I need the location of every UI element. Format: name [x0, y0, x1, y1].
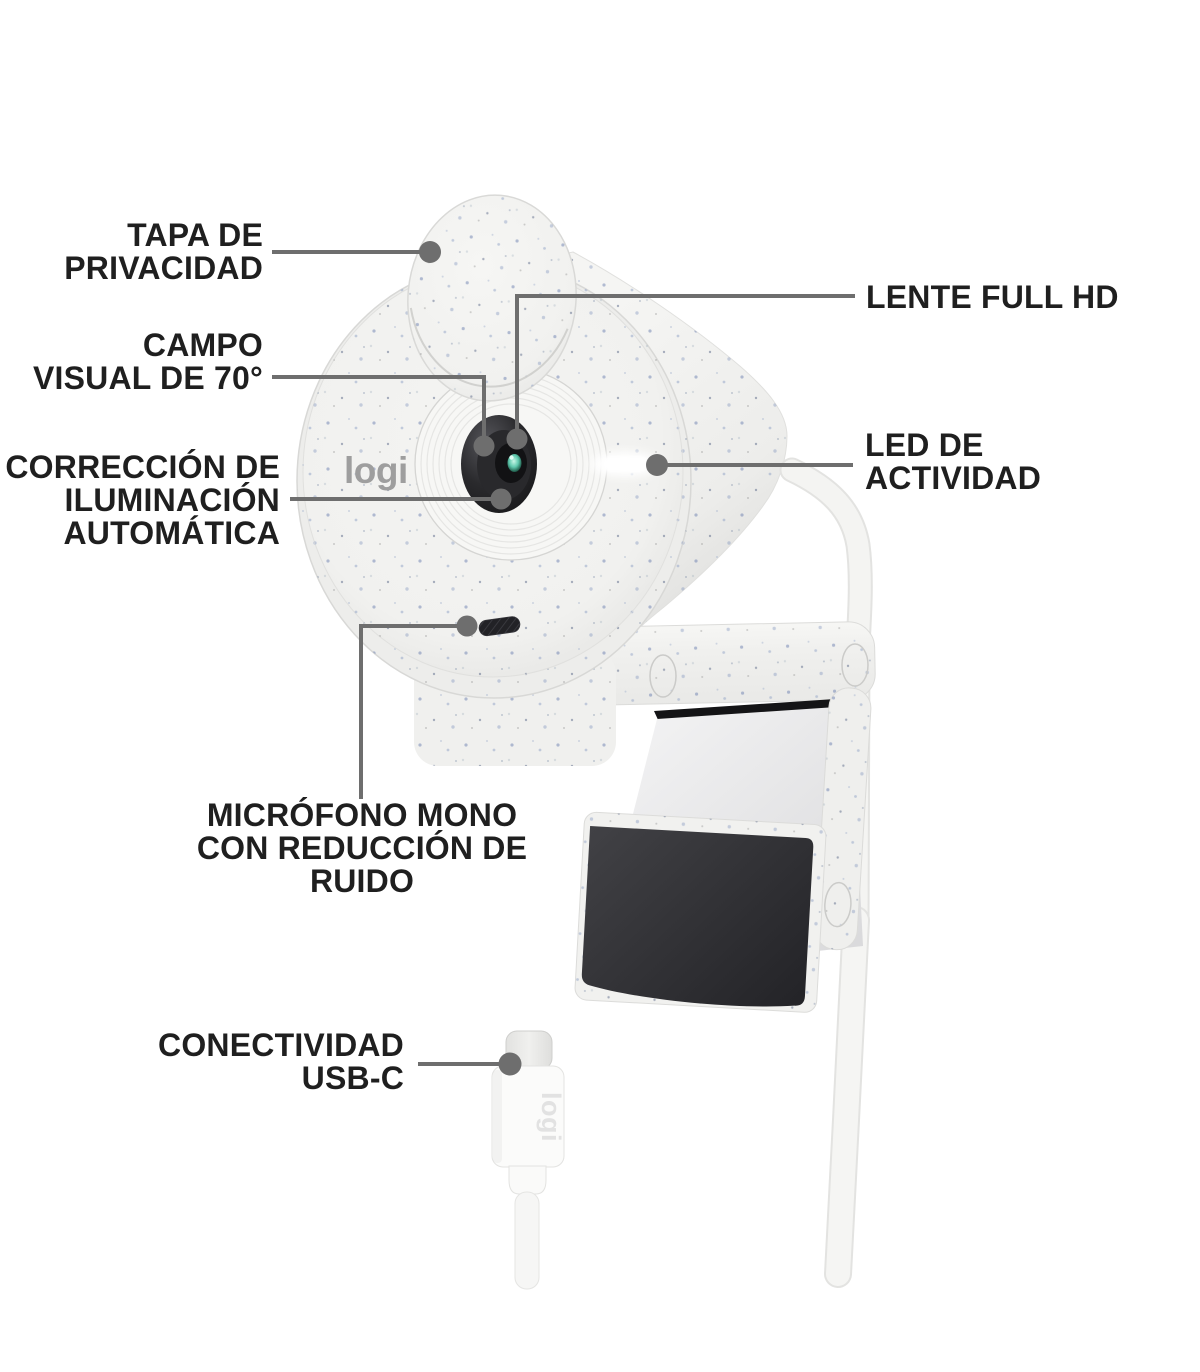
clip-flap-front: [581, 826, 814, 1007]
dot-usb-c: [498, 1052, 522, 1076]
dot-activity-led: [646, 454, 668, 476]
usb-cable: [779, 457, 873, 1288]
label-line: TAPA DE: [127, 217, 263, 253]
usb-c-strain-relief: [508, 1165, 547, 1195]
leader-full-hd-lens: [515, 294, 855, 435]
label-light-correction: CORRECCIÓN DE ILUMINACIÓN AUTOMÁTICA: [5, 451, 280, 550]
label-line: CONECTIVIDAD: [158, 1027, 404, 1063]
label-line: CAMPO: [142, 327, 263, 363]
label-line: ACTIVIDAD: [865, 460, 1042, 496]
mount-clip-flap: [573, 811, 828, 1014]
label-line: VISUAL DE 70°: [33, 360, 263, 396]
dot-microphone: [456, 615, 478, 637]
label-activity-led: LED DE ACTIVIDAD: [865, 429, 1041, 495]
dot-full-hd-lens: [506, 428, 528, 450]
label-line: CON REDUCCIÓN DE: [196, 830, 528, 866]
lens-highlight: [509, 455, 514, 460]
activity-led-light: [591, 451, 659, 477]
leader-dots: [419, 241, 668, 1076]
leader-field-of-view: [272, 375, 486, 442]
logi-logo-plug: logi: [536, 1092, 566, 1142]
dot-privacy-cover: [419, 241, 441, 263]
label-line: LENTE FULL HD: [866, 279, 1119, 315]
shelf-hinge-left: [649, 654, 677, 698]
logi-logo-face: logi: [344, 450, 408, 491]
label-privacy-cover: TAPA DE PRIVACIDAD: [64, 219, 263, 285]
label-mono-microphone: MICRÓFONO MONO CON REDUCCIÓN DE RUIDO: [190, 799, 534, 898]
label-line: USB-C: [301, 1060, 404, 1096]
label-line: AUTOMÁTICA: [63, 515, 280, 551]
usb-c-cable-stub: [514, 1191, 540, 1290]
usb-c-plug: logi: [491, 1030, 566, 1290]
label-line: PRIVACIDAD: [64, 250, 263, 286]
label-line: ILUMINACIÓN: [64, 482, 280, 518]
mount-support-arm: [813, 686, 873, 952]
label-field-of-view: CAMPO VISUAL DE 70°: [33, 329, 263, 395]
privacy-cover-shape: [398, 187, 586, 409]
label-line: LED DE: [865, 427, 984, 463]
shelf-hinge-right: [841, 643, 869, 687]
label-line: RUIDO: [309, 863, 415, 899]
label-line: MICRÓFONO MONO: [206, 797, 518, 833]
label-full-hd-lens: LENTE FULL HD: [866, 281, 1119, 314]
microphone-slot: [478, 616, 521, 637]
leader-microphone: [359, 624, 467, 799]
label-usb-c-connectivity: CONECTIVIDAD USB-C: [158, 1029, 404, 1095]
dot-light-correction: [490, 488, 512, 510]
dot-field-of-view: [473, 435, 495, 457]
label-line: CORRECCIÓN DE: [5, 449, 280, 485]
leader-lines: [272, 250, 855, 1066]
